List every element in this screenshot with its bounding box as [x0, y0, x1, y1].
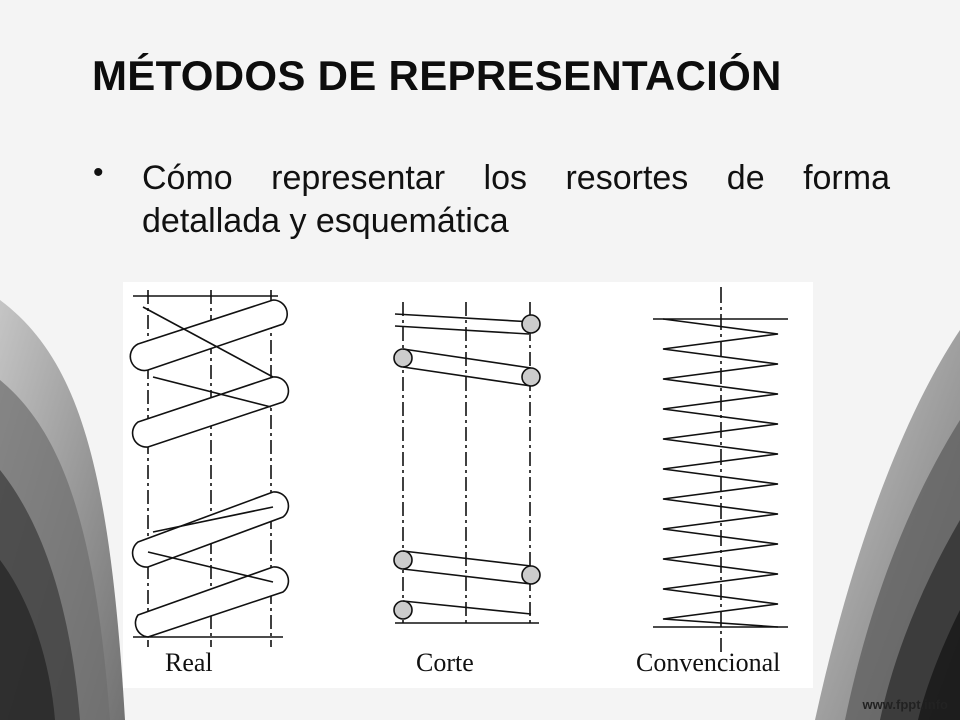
- corte-spring-drawing: [393, 302, 541, 627]
- real-spring-drawing: [129, 290, 290, 647]
- footer-url: www.fppt.info: [862, 697, 948, 712]
- label-convencional: Convencional: [636, 648, 781, 677]
- slide-title: MÉTODOS DE REPRESENTACIÓN: [92, 52, 782, 99]
- spring-drawings: [129, 287, 788, 652]
- bullet-text: Cómo representar los resortes de forma d…: [142, 159, 890, 240]
- label-real: Real: [165, 648, 213, 677]
- spring-figure: [123, 282, 813, 688]
- label-corte: Corte: [416, 648, 474, 677]
- convencional-spring-drawing: [653, 287, 788, 652]
- bullet-marker: •: [93, 156, 104, 189]
